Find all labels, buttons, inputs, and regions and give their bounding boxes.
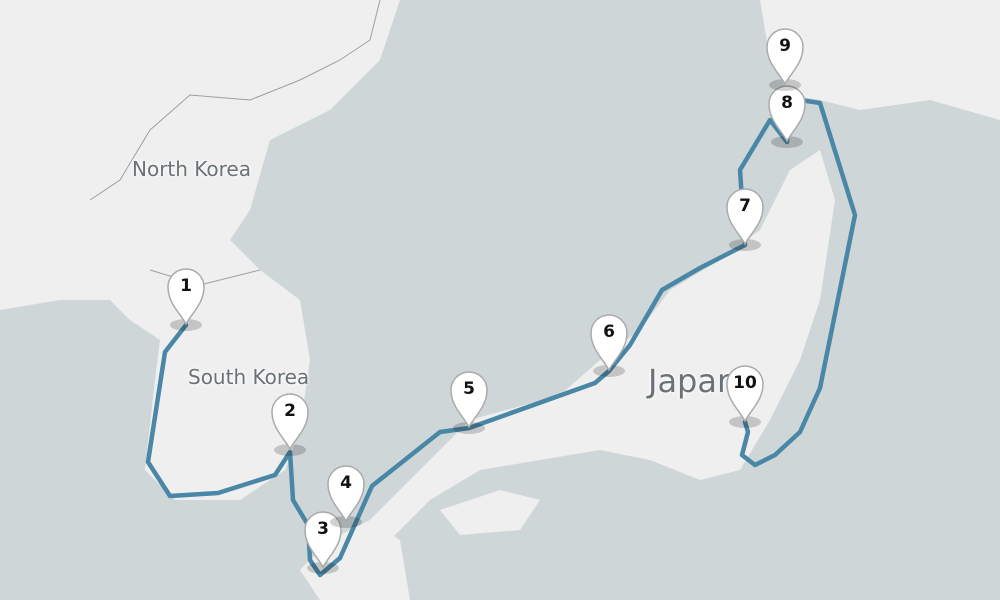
marker-label: 3 [317, 519, 329, 539]
marker-label: 1 [180, 276, 192, 296]
map-pin-icon [304, 511, 342, 574]
map-marker-6[interactable]: 6 [589, 313, 629, 377]
japan-hokkaido [760, 0, 1000, 120]
marker-label: 6 [603, 322, 615, 342]
label-japan: Japan [648, 362, 738, 400]
map-marker-2[interactable]: 2 [270, 392, 310, 456]
map-marker-1[interactable]: 1 [166, 267, 206, 331]
map-pin-icon [167, 268, 205, 331]
marker-label: 10 [733, 373, 757, 393]
label-north-korea: North Korea [132, 157, 251, 181]
map-marker-10[interactable]: 10 [725, 364, 765, 428]
mainland-asia [0, 0, 400, 500]
map-marker-7[interactable]: 7 [725, 187, 765, 251]
japan-shikoku [440, 490, 540, 535]
japan-kyushu [300, 520, 410, 600]
map-pin-icon [271, 393, 309, 456]
map-marker-9[interactable]: 9 [765, 27, 805, 91]
map-pin-icon [590, 314, 628, 377]
marker-label: 4 [340, 473, 352, 493]
map-pin-icon [766, 28, 804, 91]
marker-label: 8 [781, 93, 793, 113]
map-pin-icon [726, 365, 764, 428]
map-marker-4[interactable]: 4 [326, 464, 366, 528]
map-pin-icon [327, 465, 365, 528]
map-marker-5[interactable]: 5 [449, 370, 489, 434]
marker-label: 2 [284, 401, 296, 421]
marker-label: 5 [463, 379, 475, 399]
marker-label: 9 [779, 36, 791, 56]
map-marker-3[interactable]: 3 [303, 510, 343, 574]
map-pin-icon [726, 188, 764, 251]
map-marker-8[interactable]: 8 [767, 84, 807, 148]
japan-honshu [360, 150, 835, 540]
map-pin-icon [450, 371, 488, 434]
marker-label: 7 [739, 196, 751, 216]
label-south-korea: South Korea [188, 365, 310, 389]
map-pin-icon [768, 85, 806, 148]
route-line [145, 97, 858, 578]
